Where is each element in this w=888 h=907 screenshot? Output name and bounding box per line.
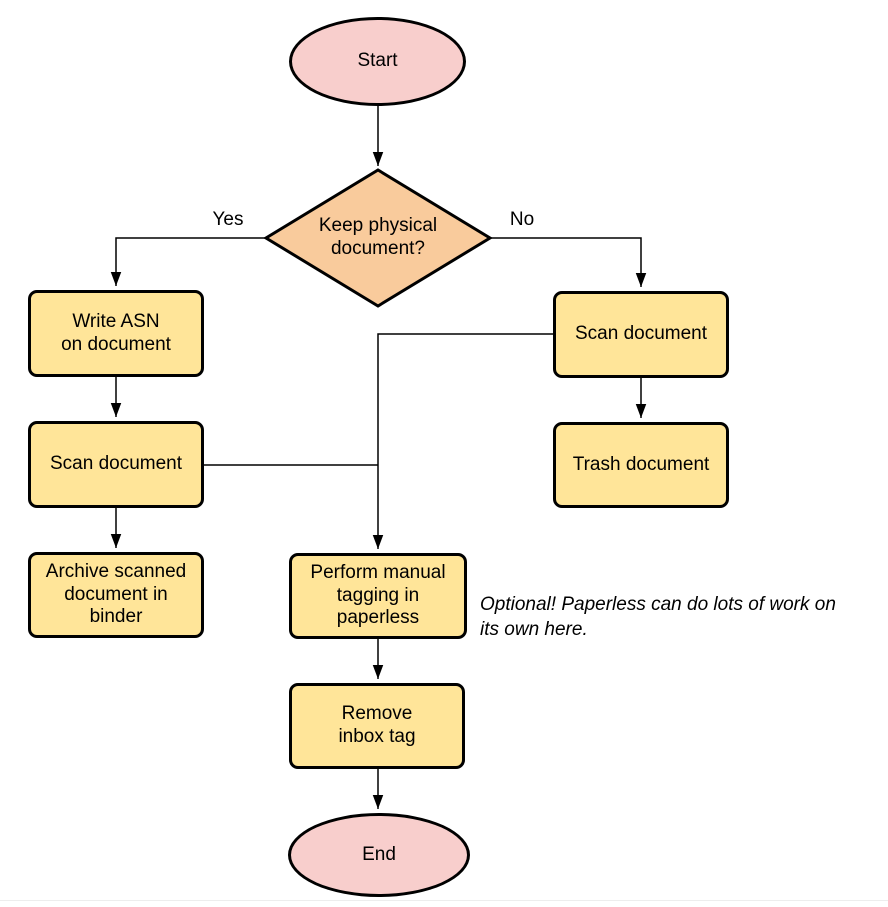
- node-archive-binder-label: Archive scanned document in binder: [45, 560, 187, 628]
- node-manual-tagging: Perform manual tagging in paperless: [289, 553, 467, 639]
- bottom-hairline: [0, 900, 888, 901]
- node-end-label: End: [362, 843, 396, 865]
- node-scan-document-right: Scan document: [553, 291, 729, 378]
- node-scan-document-right-label: Scan document: [574, 323, 708, 344]
- edge-decision-to-write-asn: [110, 237, 266, 286]
- node-scan-document-left-label: Scan document: [49, 453, 183, 474]
- node-scan-document-left: Scan document: [28, 421, 204, 508]
- edge-label-no: No: [509, 209, 535, 230]
- node-start: Start: [289, 17, 466, 106]
- node-end: End: [288, 813, 470, 897]
- node-trash-document-label: Trash document: [572, 453, 710, 475]
- node-remove-inbox-tag: Remove inbox tag: [289, 683, 465, 769]
- node-start-label: Start: [357, 50, 398, 71]
- node-write-asn: Write ASN on document: [28, 290, 204, 377]
- node-archive-binder: Archive scanned document in binder: [28, 552, 204, 638]
- edge-label-yes: Yes: [212, 209, 244, 230]
- edge-scan-right-to-tagging: [372, 333, 553, 549]
- node-decision-label: Keep physical document?: [318, 215, 438, 259]
- optional-note: Optional! Paperless can do lots of work …: [480, 594, 836, 641]
- node-write-asn-label: Write ASN on document: [61, 310, 171, 355]
- node-trash-document: Trash document: [553, 422, 729, 508]
- node-decision: Keep physical document?: [263, 168, 493, 308]
- edge-decision-to-scan-right: [490, 237, 647, 287]
- node-manual-tagging-label: Perform manual tagging in paperless: [310, 561, 446, 629]
- node-remove-inbox-tag-label: Remove inbox tag: [338, 703, 416, 747]
- decision-diamond-shape: [263, 168, 493, 308]
